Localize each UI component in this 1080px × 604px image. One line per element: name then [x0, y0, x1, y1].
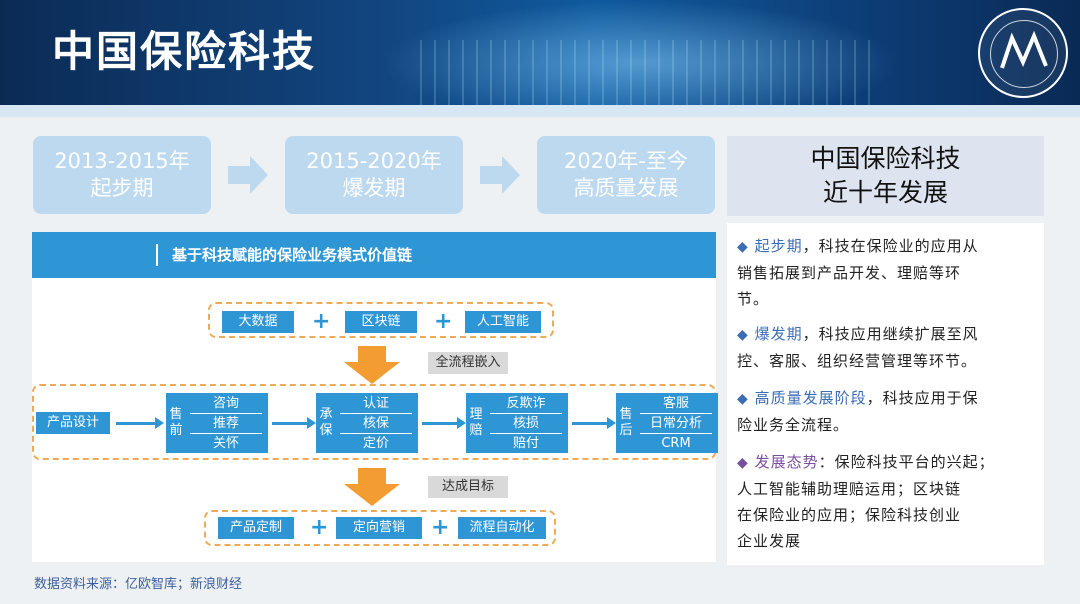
presale-item: 咨询 [190, 394, 262, 413]
banner-glow [380, 0, 900, 105]
diamond-icon: ◆ [737, 239, 749, 255]
data-source-note: 数据资料来源：亿欧智库；新浪财经 [34, 577, 243, 592]
aftersale-label: 售后 [616, 393, 636, 453]
bullet-startup: ◆ 起步期，科技在保险业的应用从 销售拓展到产品开发、理赔等环 节。 [737, 237, 979, 308]
aftersale-group: 售后 客服 日常分析 CRM [616, 393, 718, 453]
diagram-header: 基于科技赋能的保险业务模式价值链 [32, 232, 716, 278]
stage-arrow-icon [480, 156, 520, 194]
claims-group: 理赔 反欺诈 核损 赔付 [466, 393, 568, 453]
banner-city-graphic [420, 40, 870, 105]
header-subbar [0, 105, 1080, 117]
aftersale-item: 日常分析 [640, 414, 712, 433]
flow-arrow-icon [572, 417, 616, 429]
right-title: 中国保险科技 近十年发展 [727, 136, 1044, 216]
plus-icon: + [312, 309, 331, 334]
claims-item: 核损 [490, 414, 562, 433]
down-arrow-icon [344, 346, 400, 384]
presale-item: 推荐 [190, 414, 262, 433]
goal-targeted-marketing: 定向营销 [336, 517, 422, 539]
stage-quality: 2020年-至今高质量发展 [537, 136, 715, 214]
presale-group: 售前 咨询 推荐 关怀 [166, 393, 268, 453]
diamond-icon: ◆ [737, 327, 749, 343]
bullet-boom: ◆ 爆发期，科技应用继续扩展至风 控、客服、组织经营管理等环节。 [737, 325, 979, 370]
underwriting-group: 承保 认证 核保 定价 [316, 393, 418, 453]
embed-label: 全流程嵌入 [428, 352, 508, 374]
header-banner: 中国保险科技 [0, 0, 1080, 105]
goal-automation: 流程自动化 [458, 517, 546, 539]
diagram-heading: 基于科技赋能的保险业务模式价值链 [172, 246, 413, 264]
aftersale-item: 客服 [640, 394, 712, 413]
goal-label: 达成目标 [428, 476, 508, 498]
value-chain-diagram: 基于科技赋能的保险业务模式价值链 大数据 + 区块链 + 人工智能 全流程嵌入 … [32, 232, 718, 562]
tech-blockchain: 区块链 [345, 311, 417, 333]
page-title: 中国保险科技 [52, 27, 317, 76]
logo-icon [978, 8, 1068, 98]
flow-arrow-icon [422, 417, 466, 429]
product-design-box: 产品设计 [36, 412, 110, 434]
bullet-quality: ◆ 高质量发展阶段，科技应用于保 险业务全流程。 [737, 389, 979, 434]
down-arrow-icon [344, 468, 400, 506]
underwriting-label: 承保 [316, 393, 336, 453]
goals-row [204, 510, 556, 546]
goal-custom-product: 产品定制 [218, 517, 294, 539]
plus-icon: + [310, 515, 329, 540]
tech-row [208, 302, 554, 338]
presale-label: 售前 [166, 393, 186, 453]
stage-boom: 2015-2020年爆发期 [285, 136, 463, 214]
presale-item: 关怀 [190, 434, 262, 453]
underwriting-item: 核保 [340, 414, 412, 433]
stage-arrow-icon [228, 156, 268, 194]
claims-item: 赔付 [490, 434, 562, 453]
flow-arrow-icon [272, 417, 316, 429]
underwriting-item: 认证 [340, 394, 412, 413]
tech-ai: 人工智能 [465, 311, 541, 333]
underwriting-item: 定价 [340, 434, 412, 453]
tech-big-data: 大数据 [222, 311, 294, 333]
bullet-trend: ◆ 发展态势：保险科技平台的兴起； 人工智能辅助理赔运用；区块链 在保险业的应用… [737, 453, 995, 550]
diamond-icon: ◆ [737, 391, 749, 407]
header-accent-bar [156, 244, 158, 266]
stage-startup: 2013-2015年起步期 [33, 136, 211, 214]
claims-label: 理赔 [466, 393, 486, 453]
plus-icon: + [431, 515, 450, 540]
right-panel: ◆ 起步期，科技在保险业的应用从 销售拓展到产品开发、理赔等环 节。 ◆ 爆发期… [727, 223, 1044, 565]
claims-item: 反欺诈 [490, 394, 562, 413]
plus-icon: + [434, 309, 453, 334]
diamond-icon: ◆ [737, 455, 749, 471]
flow-arrow-icon [116, 417, 164, 429]
aftersale-item: CRM [640, 434, 712, 453]
